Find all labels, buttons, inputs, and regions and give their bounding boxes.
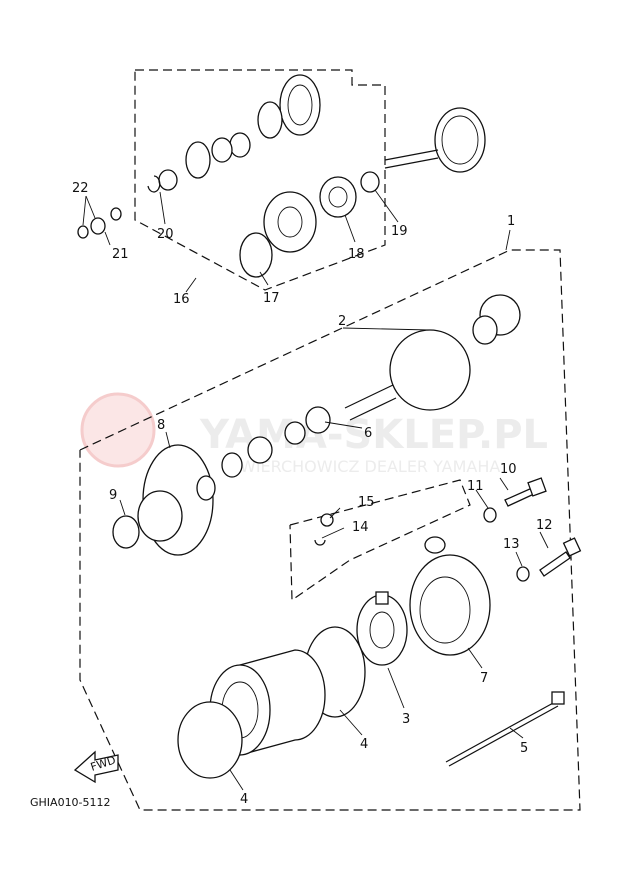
armature-2 bbox=[344, 294, 521, 421]
yoke-4 bbox=[177, 626, 366, 779]
callout-1: 1 bbox=[507, 214, 515, 229]
callout-3: 3 bbox=[402, 712, 410, 727]
callout-18: 18 bbox=[348, 247, 365, 262]
callout-13: 13 bbox=[503, 537, 520, 552]
group-14-15-frame bbox=[289, 479, 471, 602]
callout-15: 15 bbox=[358, 495, 375, 510]
callout-5: 5 bbox=[520, 741, 528, 756]
leader-lines bbox=[82, 189, 549, 791]
bearing-18 bbox=[319, 176, 357, 218]
bolts bbox=[314, 477, 582, 767]
callout-14: 14 bbox=[352, 520, 369, 535]
washers-6 bbox=[221, 406, 331, 478]
watermark-logo bbox=[80, 392, 156, 468]
callout-9: 9 bbox=[109, 488, 117, 503]
callout-19: 19 bbox=[391, 224, 408, 239]
pinion-clutch-assembly bbox=[147, 74, 321, 193]
callout-2: 2 bbox=[338, 314, 346, 329]
callout-20: 20 bbox=[157, 227, 174, 242]
callout-21: 21 bbox=[112, 247, 129, 262]
callout-4a: 4 bbox=[360, 737, 368, 752]
diagram-code: GHIA010-5112 bbox=[30, 796, 111, 809]
callout-6: 6 bbox=[364, 426, 372, 441]
callout-10: 10 bbox=[500, 462, 517, 477]
callout-16: 16 bbox=[173, 292, 190, 307]
fwd-arrow: FWD bbox=[73, 750, 119, 784]
callout-12: 12 bbox=[536, 518, 553, 533]
gear-17 bbox=[239, 191, 317, 278]
callout-7: 7 bbox=[480, 671, 488, 686]
callout-4b: 4 bbox=[240, 792, 248, 807]
watermark-sub-text: WIERCHOWICZ DEALER YAMAHA bbox=[240, 457, 500, 476]
callouts: 1 2 3 4 4 5 6 7 8 9 10 11 12 13 14 15 16… bbox=[72, 181, 553, 807]
front-cover-8 bbox=[112, 444, 216, 556]
group-16-frame bbox=[134, 69, 386, 291]
callout-11: 11 bbox=[467, 479, 484, 494]
drive-shaft-assembly bbox=[360, 107, 486, 193]
callout-17: 17 bbox=[263, 291, 280, 306]
parts-21-22 bbox=[77, 207, 122, 239]
rear-cover-7 bbox=[409, 536, 491, 656]
callout-8: 8 bbox=[157, 418, 165, 433]
group-1-frame bbox=[79, 249, 581, 811]
callout-22: 22 bbox=[72, 181, 89, 196]
brush-holder-3 bbox=[356, 591, 408, 666]
